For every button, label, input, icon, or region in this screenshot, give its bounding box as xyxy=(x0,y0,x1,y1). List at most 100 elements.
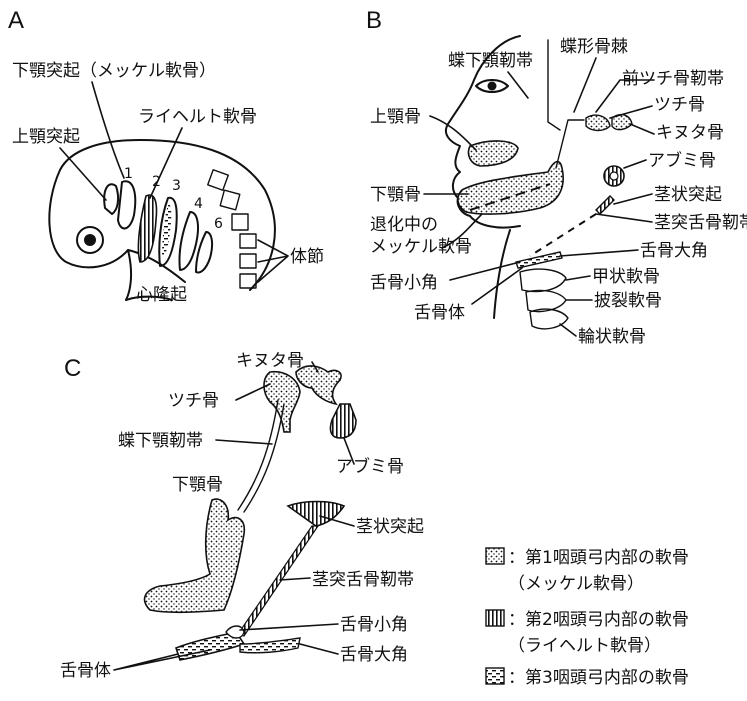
label-b-maxilla: 上顎骨 xyxy=(370,107,421,127)
b-hyoid-shape xyxy=(515,251,563,269)
label-c-incus: キヌタ骨 xyxy=(236,351,304,371)
label-b-anterior-malleolar-ligament: 前ツチ骨靭帯 xyxy=(622,69,724,89)
legend-swatch-dashes xyxy=(485,667,505,685)
b-sphenomandibular-ligament-line xyxy=(555,119,585,169)
leader-b-greater-horn xyxy=(559,249,639,257)
leader-b-hyoid-body xyxy=(471,267,523,305)
label-b-sphenomandibular-ligament: 蝶下顎靭帯 xyxy=(448,51,533,71)
label-b-malleus: ツチ骨 xyxy=(654,95,705,115)
leader-b-regressing-meckel xyxy=(441,213,483,249)
legend: ：第1咽頭弓内部の軟骨 （メッケル軟骨） ：第2咽頭弓内部の軟骨 （ライヘルト軟… xyxy=(485,547,689,688)
c-stapes-shape xyxy=(329,403,357,439)
leader-reichert xyxy=(149,127,183,199)
embryo-outline xyxy=(48,139,276,301)
leader-b-stapes xyxy=(623,159,647,169)
c-styloid-base xyxy=(286,500,346,527)
b-cricoid-shape xyxy=(529,308,569,330)
leader-c-stapes xyxy=(343,437,355,465)
c-sphenomandibular-ligament xyxy=(237,399,285,513)
label-b-arytenoid-cartilage: 披裂軟骨 xyxy=(594,291,662,311)
label-b-styloid-process: 茎状突起 xyxy=(654,185,722,205)
label-c-styloid-process: 茎状突起 xyxy=(356,517,424,537)
leader-c-styloid xyxy=(319,515,355,527)
ear-region xyxy=(547,39,561,131)
leader-b-styloid xyxy=(613,193,653,205)
maxillary-process-shape xyxy=(103,183,120,215)
arch-2-reichert xyxy=(137,194,158,263)
somite-block xyxy=(207,169,229,191)
b-stapes-hole xyxy=(609,171,619,181)
label-c-hyoid-body: 舌骨体 xyxy=(60,661,111,681)
leader-b-maxilla xyxy=(429,115,477,151)
label-b-hyoid-body: 舌骨体 xyxy=(414,303,465,323)
label-b-thyroid-cartilage: 甲状軟骨 xyxy=(592,267,660,287)
leader-b-anterior-malleolar xyxy=(595,79,655,113)
leader-b-malleus xyxy=(609,105,653,119)
label-reichert-cartilage: ライヘルト軟骨 xyxy=(138,107,257,127)
embryo-pupil xyxy=(84,234,96,246)
label-b-stylohyoid-ligament: 茎突舌骨靭帯 xyxy=(654,213,747,233)
label-c-mandible: 下顎骨 xyxy=(172,475,223,495)
leader-c-hyoid-body xyxy=(113,649,211,671)
panel-c: C キヌタ骨 ツチ骨 蝶下顎靭帯 アブミ骨 下顎骨 茎状突起 茎突舌骨靭帯 舌骨… xyxy=(60,351,424,681)
somite-block xyxy=(239,253,257,269)
arch-number-3: 3 xyxy=(172,178,181,194)
label-b-cricoid-cartilage: 輪状軟骨 xyxy=(578,327,646,347)
c-lesser-horn-shape xyxy=(225,625,245,639)
mandibular-process-shape xyxy=(117,180,137,230)
arch-number-1: 1 xyxy=(124,166,133,182)
legend-item-1: ：第1咽頭弓内部の軟骨 （メッケル軟骨） xyxy=(485,547,689,594)
arch-3-cartilage xyxy=(162,204,172,258)
leader-somites xyxy=(257,239,289,283)
panel-b-letter: B xyxy=(366,7,382,34)
label-c-stapes: アブミ骨 xyxy=(336,456,404,477)
somite-block xyxy=(239,233,257,249)
leader-b-sphenomandibular xyxy=(507,71,529,99)
face-pupil xyxy=(487,81,497,91)
somite-block xyxy=(219,189,241,211)
label-c-sphenomandibular-ligament: 蝶下顎靭帯 xyxy=(118,431,203,451)
somite-block xyxy=(239,273,257,289)
leader-c-malleus xyxy=(235,383,271,401)
legend-line2: （メッケル軟骨） xyxy=(508,574,644,594)
b-malleus-shape xyxy=(585,114,611,132)
leader-c-lesser-horn xyxy=(239,623,339,631)
leader-c-incus xyxy=(311,361,319,373)
label-c-greater-horn: 舌骨大角 xyxy=(340,645,408,665)
leader-b-incus xyxy=(629,123,655,135)
label-b-sphenoid-spine: 蝶形骨棘 xyxy=(560,37,628,57)
arch-6-outline xyxy=(195,231,214,274)
panel-a: A 下顎突起（メッケル軟骨） 上顎突起 ライヘルト軟骨 体節 心隆起 1 2 3… xyxy=(8,7,324,305)
leader-b-thyroid xyxy=(565,275,591,281)
legend-item-2: ：第2咽頭弓内部の軟骨 （ライヘルト軟骨） xyxy=(485,609,689,656)
embryo-eye-icon xyxy=(76,226,104,254)
somite-block xyxy=(231,213,249,231)
leader-maxillary xyxy=(59,147,107,201)
b-stylohyoid-line xyxy=(529,213,597,257)
leader-c-greater-horn xyxy=(299,643,339,655)
head-profile xyxy=(444,35,521,229)
legend-line1: ：第3咽頭弓内部の軟骨 xyxy=(508,668,689,688)
c-malleus-shape xyxy=(263,370,301,433)
panel-a-letter: A xyxy=(8,7,24,34)
c-mandible-shape xyxy=(143,498,246,614)
face-eye-icon xyxy=(475,79,509,93)
c-greater-horn-shape xyxy=(239,637,301,654)
b-arytenoid-shape xyxy=(525,289,567,313)
arch-number-6: 6 xyxy=(214,216,223,232)
leader-c-stylohyoid xyxy=(279,577,311,581)
panel-c-letter: C xyxy=(64,355,81,382)
panel-b: B 蝶下顎靭帯 蝶形骨棘 前ツチ骨靭帯 ツチ骨 キヌタ骨 アブミ骨 上顎骨 下顎… xyxy=(366,7,747,347)
label-somites: 体節 xyxy=(290,247,324,267)
label-b-regressing-meckel-2: メッケル軟骨 xyxy=(370,237,472,257)
legend-swatch-stripes xyxy=(485,609,505,627)
leader-c-sphenomandibular xyxy=(215,439,273,445)
legend-line1: ：第2咽頭弓内部の軟骨 xyxy=(508,610,689,630)
legend-line2: （ライヘルト軟骨） xyxy=(508,636,661,656)
c-styloid-spine xyxy=(237,525,320,637)
label-c-lesser-horn: 舌骨小角 xyxy=(340,615,408,635)
c-incus-shape xyxy=(295,365,342,406)
legend-line1: ：第1咽頭弓内部の軟骨 xyxy=(508,548,689,568)
label-maxillary-process: 上顎突起 xyxy=(12,127,80,147)
